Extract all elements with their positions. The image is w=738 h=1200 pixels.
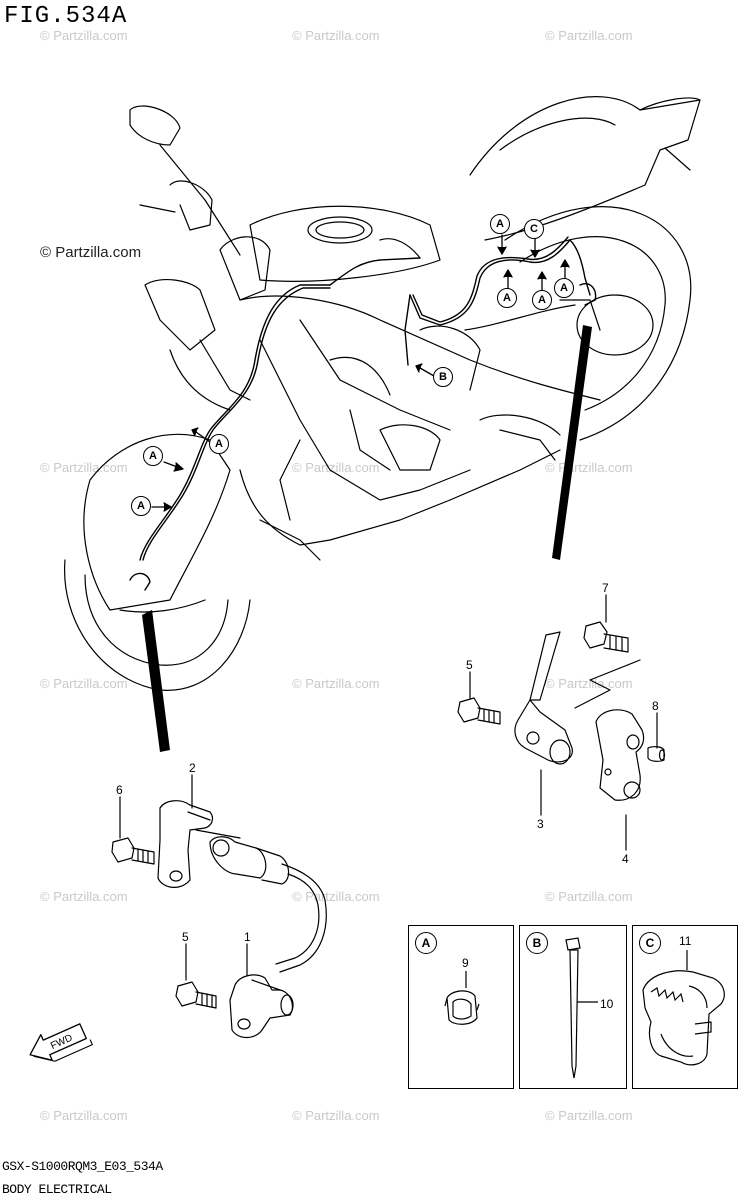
part-number-10: 10 <box>600 997 614 1011</box>
callout-arrows <box>151 234 570 512</box>
callout-a: A <box>131 496 151 516</box>
callout-b: B <box>433 367 453 387</box>
clamp-part-9 <box>444 971 480 1025</box>
bolt-part-5-left <box>175 981 217 1009</box>
watermark: © Partzilla.com <box>292 460 380 475</box>
motorcycle-outline <box>64 96 701 691</box>
part-number-3: 3 <box>537 817 544 831</box>
watermark: © Partzilla.com <box>40 460 128 475</box>
watermark: © Partzilla.com <box>292 1108 380 1123</box>
part-number-4: 4 <box>622 852 629 866</box>
diagram-code: GSX-S1000RQM3_E03_534A <box>2 1159 163 1174</box>
watermark: © Partzilla.com <box>40 676 128 691</box>
callout-a: A <box>554 278 574 298</box>
fwd-arrow-icon: FWD <box>29 1023 93 1062</box>
part-number-5: 5 <box>466 658 473 672</box>
callout-a: A <box>143 446 163 466</box>
inset-c: C 11 <box>632 925 738 1089</box>
part-number-5: 5 <box>182 930 189 944</box>
pointer-wedges <box>142 325 592 752</box>
watermark: © Partzilla.com <box>40 1108 128 1123</box>
pin-part-8 <box>647 746 666 762</box>
site-label: © Partzilla.com <box>40 244 142 261</box>
watermark: © Partzilla.com <box>545 676 633 691</box>
part-number-7: 7 <box>602 581 609 595</box>
watermark: © Partzilla.com <box>545 889 633 904</box>
callout-a: A <box>209 434 229 454</box>
callout-a: A <box>532 290 552 310</box>
connector-tube <box>209 836 327 973</box>
part-number-2: 2 <box>189 761 196 775</box>
figure-title: FIG.534A <box>4 3 128 30</box>
inset-c-letter: C <box>639 932 661 954</box>
clamp-part-11 <box>642 950 725 1066</box>
sensor-bracket-part-4 <box>595 709 645 801</box>
wiring-harness <box>129 236 597 591</box>
watermark: © Partzilla.com <box>292 28 380 43</box>
watermark: © Partzilla.com <box>292 676 380 691</box>
bolt-part-5-right <box>457 697 501 725</box>
sensor-bracket-part-2 <box>157 800 241 888</box>
speed-sensor-part-1 <box>229 974 294 1039</box>
inset-b-letter: B <box>526 932 548 954</box>
inset-a-letter: A <box>415 932 437 954</box>
callout-a: A <box>497 288 517 308</box>
watermark: © Partzilla.com <box>40 889 128 904</box>
bolt-part-7 <box>583 621 629 653</box>
speed-sensor-part-3 <box>514 631 573 765</box>
inset-a: A 9 <box>408 925 514 1089</box>
watermark: © Partzilla.com <box>40 28 128 43</box>
watermark: © Partzilla.com <box>545 1108 633 1123</box>
part-number-9: 9 <box>462 956 469 970</box>
leader-line <box>574 659 641 709</box>
callout-a: A <box>490 214 510 234</box>
part-number-11: 11 <box>679 934 692 948</box>
callout-c: C <box>524 219 544 239</box>
part-number-6: 6 <box>116 783 123 797</box>
cable-tie-part-10 <box>565 937 598 1079</box>
section-name: BODY ELECTRICAL <box>2 1182 112 1197</box>
bolt-part-6 <box>111 837 155 865</box>
watermark: © Partzilla.com <box>545 28 633 43</box>
inset-b: B 10 <box>519 925 627 1089</box>
part-number-1: 1 <box>244 930 251 944</box>
part-number-8: 8 <box>652 699 659 713</box>
